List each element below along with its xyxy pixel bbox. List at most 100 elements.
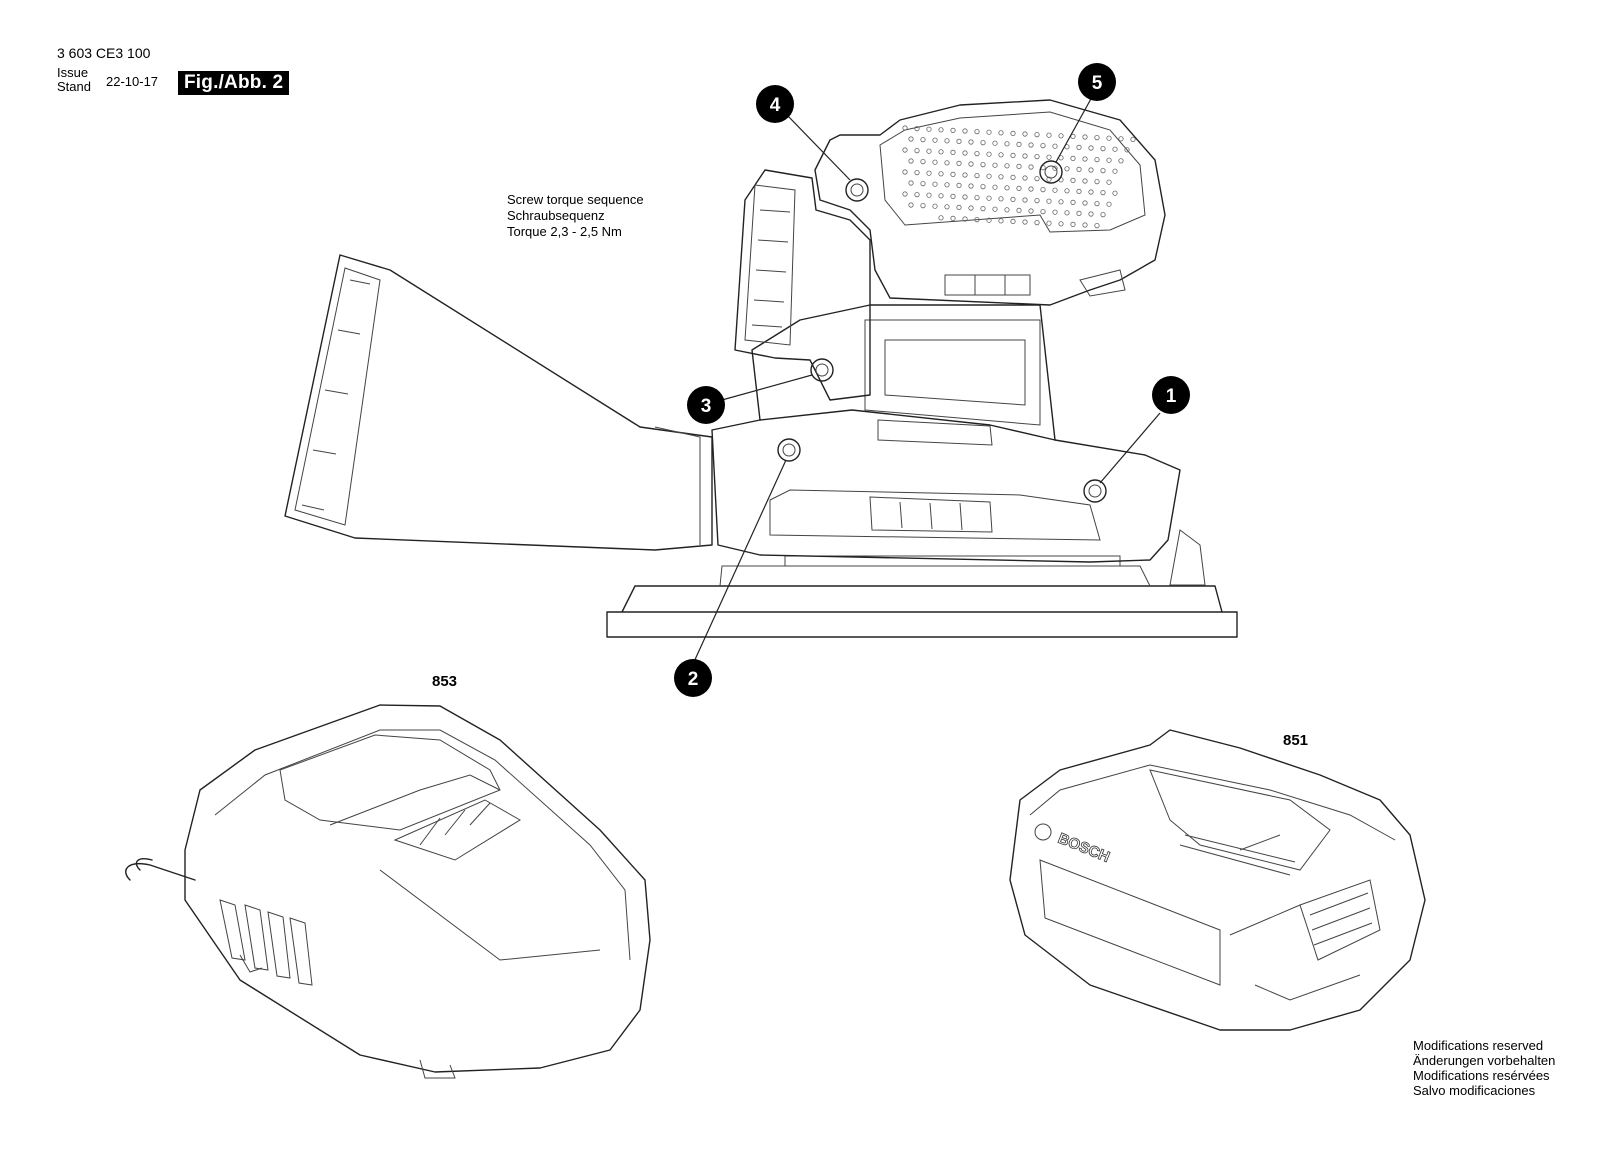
- callout-1: 1: [1152, 376, 1190, 414]
- grip-dot: [938, 215, 944, 221]
- grip-dot: [932, 203, 938, 209]
- grip-dot: [938, 193, 944, 199]
- grip-dot: [944, 204, 950, 210]
- svg-text:5: 5: [1092, 73, 1103, 94]
- grip-dot: [1076, 210, 1082, 216]
- bosch-logo-icon: [1034, 823, 1052, 841]
- grip-dot: [1100, 146, 1106, 152]
- grip-dot: [1094, 179, 1100, 185]
- grip-dot: [1028, 142, 1034, 148]
- charger-body: [184, 704, 651, 1073]
- grip-dot: [1058, 199, 1064, 205]
- grip-dot: [926, 170, 932, 176]
- grip-dot: [920, 159, 926, 165]
- grip-dot: [1070, 155, 1076, 161]
- grip-dot: [932, 181, 938, 187]
- grip-dot: [1052, 165, 1058, 171]
- grip-dot: [1010, 218, 1016, 224]
- grip-dot: [980, 162, 986, 168]
- dust-nozzle: [284, 254, 713, 551]
- grip-dot: [1028, 208, 1034, 214]
- grip-dot: [962, 194, 968, 200]
- grip-dot: [944, 182, 950, 188]
- grip-dot: [1070, 199, 1076, 205]
- grip-dot: [1094, 223, 1100, 229]
- grip-dot: [1022, 153, 1028, 159]
- grip-dot: [1016, 207, 1022, 213]
- callout-leaders: [692, 96, 1161, 665]
- grip-dot: [1052, 143, 1058, 149]
- modifications-en: Modifications reserved: [1413, 1038, 1544, 1053]
- grip-dot: [1022, 131, 1028, 137]
- svg-text:4: 4: [770, 95, 781, 116]
- sander-illustration: [284, 99, 1238, 638]
- grip-dot: [1076, 166, 1082, 172]
- grip-dot: [986, 217, 992, 223]
- issue-stand-labels: Issue Stand: [57, 66, 91, 94]
- screw-3: [810, 358, 834, 382]
- grip-dot: [1100, 190, 1106, 196]
- grip-dot: [968, 139, 974, 145]
- charger-cable: [125, 863, 196, 881]
- grip-dot: [962, 150, 968, 156]
- grip-dot: [956, 204, 962, 210]
- grip-dot: [1040, 187, 1046, 193]
- svg-text:3: 3: [701, 396, 712, 417]
- grip-dot: [962, 128, 968, 134]
- grip-dot: [1034, 220, 1040, 226]
- grip-dot: [1022, 219, 1028, 225]
- rear-clip-plate: [734, 169, 871, 401]
- grip-dot: [998, 174, 1004, 180]
- grip-dot: [1070, 221, 1076, 227]
- screw-5: [1039, 160, 1063, 184]
- callout-3: 3: [687, 386, 725, 424]
- grip-dot: [944, 138, 950, 144]
- grip-dot: [998, 130, 1004, 136]
- grip-dot: [902, 147, 908, 153]
- grip-dot: [908, 136, 914, 142]
- screw-2: [777, 438, 801, 462]
- callout-4: 4: [756, 85, 794, 123]
- grip-dot: [1058, 133, 1064, 139]
- grip-dot: [926, 148, 932, 154]
- callout-5: 5: [1078, 63, 1116, 101]
- modifications-es: Salvo modificaciones: [1413, 1083, 1536, 1098]
- grip-dot: [1004, 185, 1010, 191]
- grip-dot: [968, 205, 974, 211]
- grip-dot: [926, 192, 932, 198]
- grip-dot: [932, 137, 938, 143]
- grip-dot: [1046, 154, 1052, 160]
- grip-dot: [992, 162, 998, 168]
- torque-note-line-3: Torque 2,3 - 2,5 Nm: [507, 224, 622, 239]
- grip-dot: [1022, 197, 1028, 203]
- grip-dot: [1016, 185, 1022, 191]
- grip-dot: [920, 181, 926, 187]
- grip-dot: [974, 195, 980, 201]
- grip-dot: [1004, 163, 1010, 169]
- grip-dot: [1010, 196, 1016, 202]
- grip-dot: [914, 126, 920, 132]
- grip-dot: [1034, 132, 1040, 138]
- grip-dot: [1016, 163, 1022, 169]
- grip-dot: [950, 127, 956, 133]
- grip-dot: [1124, 147, 1130, 153]
- torque-note: Screw torque sequence Schraubsequenz Tor…: [507, 192, 644, 240]
- grip-dot: [980, 140, 986, 146]
- grip-dot: [974, 217, 980, 223]
- svg-text:1: 1: [1166, 386, 1177, 407]
- grip-dot: [980, 184, 986, 190]
- modifications-fr: Modifications resérvées: [1413, 1068, 1550, 1083]
- screw-1: [1083, 479, 1107, 503]
- grip-dot: [938, 171, 944, 177]
- grip-dot: [1088, 211, 1094, 217]
- grip-dot: [1112, 146, 1118, 152]
- grip-dot: [1052, 209, 1058, 215]
- battery-brand-text: BOSCH: [1056, 830, 1113, 866]
- screw-4: [845, 178, 869, 202]
- grip-dot: [1010, 130, 1016, 136]
- grip-dot: [986, 151, 992, 157]
- grip-dot: [1034, 198, 1040, 204]
- grip-dot: [1064, 210, 1070, 216]
- grip-dot: [1106, 179, 1112, 185]
- grip-dot: [1010, 152, 1016, 158]
